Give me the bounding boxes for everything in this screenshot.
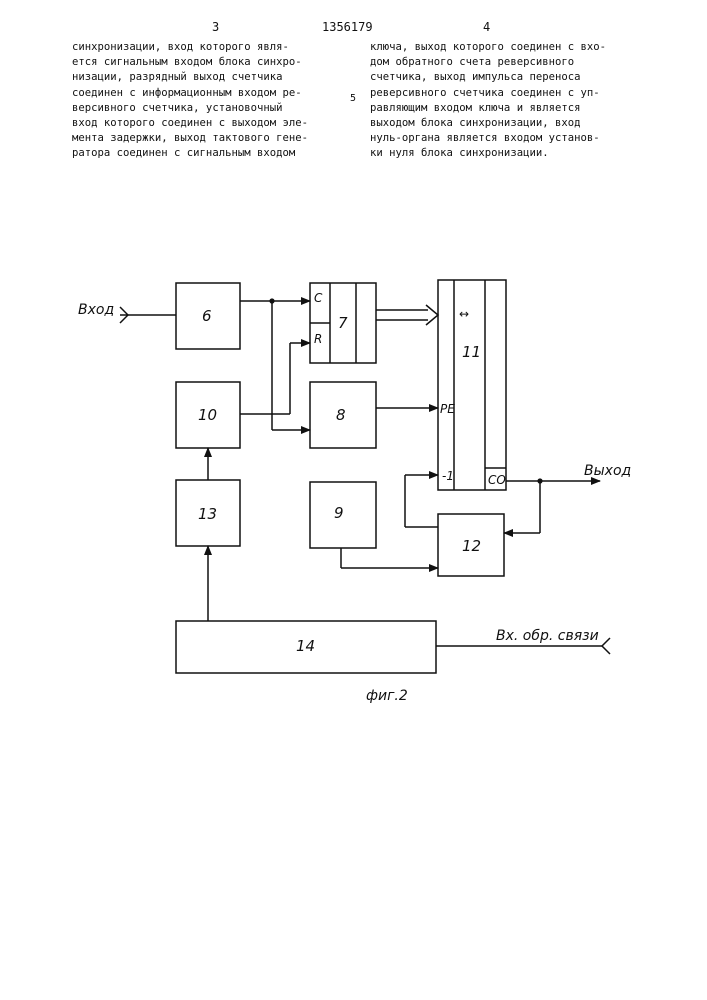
block-11 — [438, 280, 506, 490]
label-block-12: 12 — [462, 537, 481, 555]
pin-c: C — [314, 291, 323, 305]
label-feedback-input: Вх. обр. связи — [496, 628, 599, 644]
pin-minus-one: -1 — [442, 469, 454, 483]
pin-co: CO — [488, 473, 506, 487]
bidirectional-arrow-icon: ↔ — [459, 307, 469, 321]
label-block-6: 6 — [202, 307, 212, 325]
label-block-7: 7 — [338, 314, 348, 332]
label-block-14: 14 — [296, 637, 315, 655]
label-input: Вход — [78, 302, 114, 318]
figure-caption: фиг.2 — [366, 688, 408, 704]
label-block-10: 10 — [198, 406, 217, 424]
label-block-11: 11 — [462, 343, 481, 361]
pin-r: R — [314, 332, 322, 346]
label-block-8: 8 — [336, 406, 346, 424]
pin-pe: PE — [440, 402, 455, 416]
label-output: Выход — [584, 463, 631, 479]
label-block-13: 13 — [198, 505, 217, 523]
label-block-9: 9 — [334, 504, 344, 522]
